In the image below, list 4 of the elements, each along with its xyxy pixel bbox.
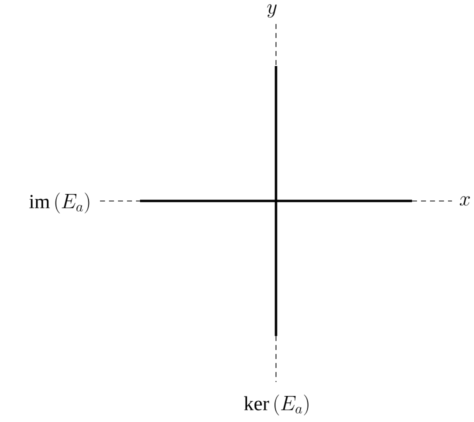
axis-label: $\ker\,(E_a)$ [244,394,308,416]
axis-label: $y$ [267,4,277,18]
axis-label: $x$ [460,196,470,206]
axis-label: $\mathrm{im}\,(E_a)$ [29,192,90,214]
